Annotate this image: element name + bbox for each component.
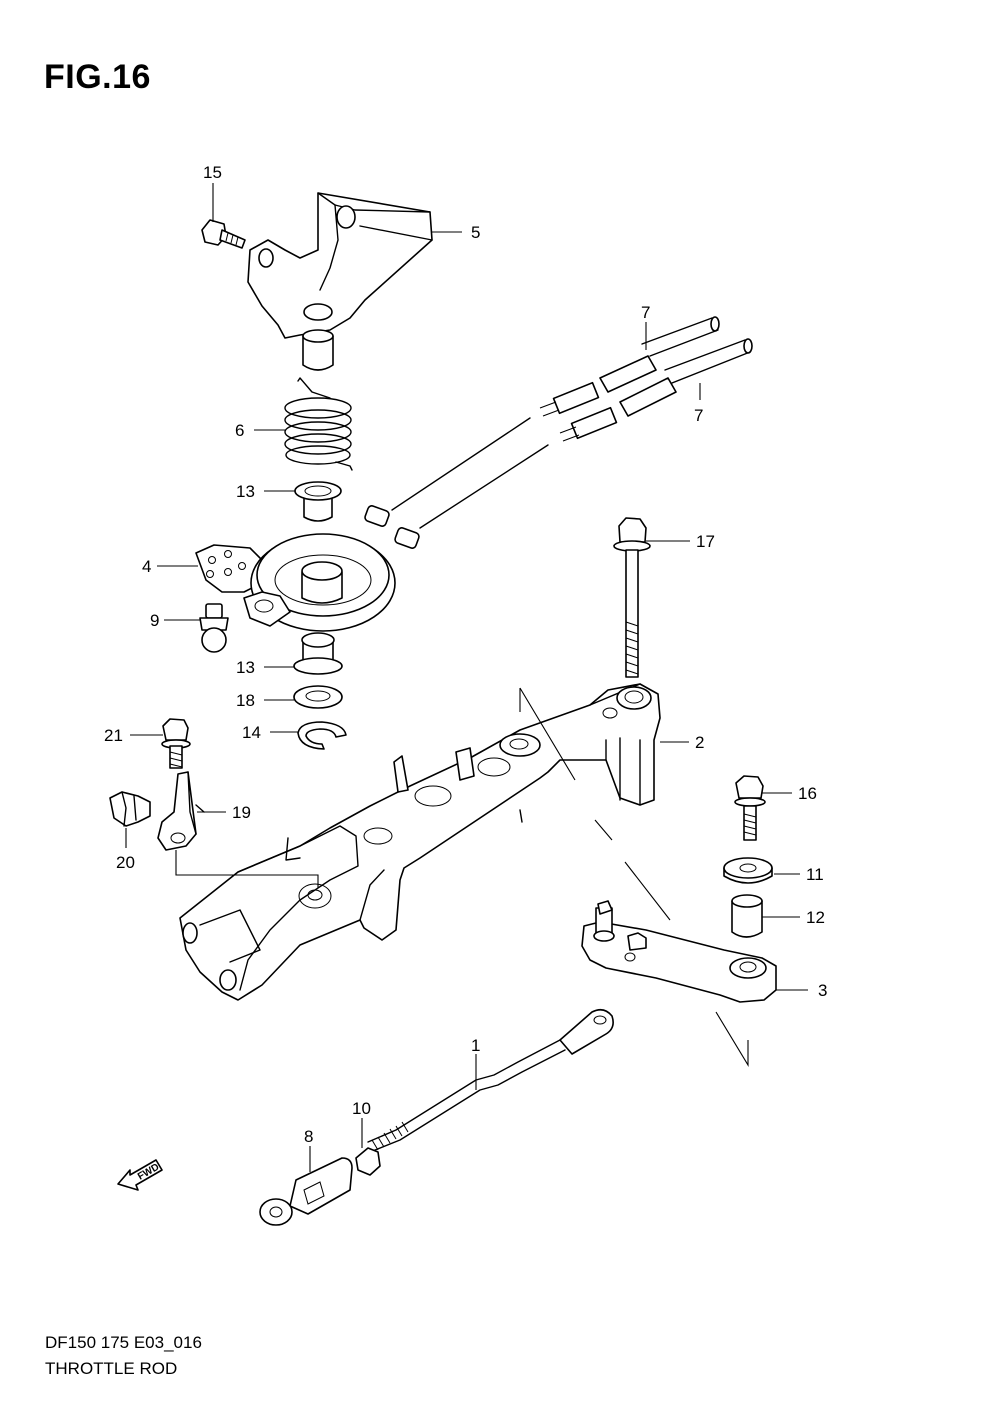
callout-15: 15 <box>203 163 222 182</box>
fwd-arrow-icon: FWD <box>117 1159 163 1191</box>
part-18-washer <box>293 685 343 709</box>
part-13-bushing-upper <box>294 481 342 522</box>
callout-16: 16 <box>798 784 817 803</box>
callout-14: 14 <box>242 723 261 742</box>
callout-6: 6 <box>235 421 244 440</box>
part-8-rod-end <box>259 1157 353 1226</box>
figure-title: FIG.16 <box>44 58 151 96</box>
assembly-line-diagonal <box>519 687 671 921</box>
assembly-line-lower <box>715 1011 749 1067</box>
svg-text:FWD: FWD <box>136 1162 161 1183</box>
part-12-collar <box>731 894 763 938</box>
part-5-bracket <box>247 192 433 371</box>
callout-17: 17 <box>696 532 715 551</box>
part-2-lever-body <box>179 683 661 1001</box>
callout-9: 9 <box>150 611 159 630</box>
callout-3: 3 <box>818 981 827 1000</box>
part-7-cables <box>364 316 753 549</box>
part-21-bolt <box>161 718 191 769</box>
callout-8: 8 <box>304 1127 313 1146</box>
callout-19: 19 <box>232 803 251 822</box>
part-19-bracket-plate <box>157 771 205 851</box>
diagram-name: THROTTLE ROD <box>45 1359 178 1378</box>
callout-5: 5 <box>471 223 480 242</box>
callout-13-lower: 13 <box>236 658 255 677</box>
part-4-throttle-cam <box>195 533 396 632</box>
leader-lines <box>125 183 808 1172</box>
callout-4: 4 <box>142 557 151 576</box>
callout-10: 10 <box>352 1099 371 1118</box>
part-14-e-clip <box>297 721 347 750</box>
part-20-clip <box>109 791 151 827</box>
callout-labels: 15 5 7 7 6 13 4 9 13 18 14 21 19 20 17 2… <box>104 163 827 1146</box>
part-13-bushing-lower <box>293 632 343 675</box>
part-16-bolt <box>734 775 766 841</box>
callout-11: 11 <box>806 865 824 884</box>
callout-18: 18 <box>236 691 255 710</box>
callout-20: 20 <box>116 853 135 872</box>
part-9-ball-joint <box>199 603 229 653</box>
callout-12: 12 <box>806 908 825 927</box>
diagram-code: DF150 175 E03_016 <box>45 1333 202 1352</box>
callout-7-upper: 7 <box>641 303 650 322</box>
part-17-long-bolt <box>613 517 651 678</box>
callout-13-upper: 13 <box>236 482 255 501</box>
part-11-washer <box>723 857 773 884</box>
callout-21: 21 <box>104 726 123 745</box>
callout-2: 2 <box>695 733 704 752</box>
callout-1: 1 <box>471 1036 480 1055</box>
part-10-nut <box>355 1147 381 1176</box>
callout-7-lower: 7 <box>694 406 703 425</box>
part-6-spring <box>284 377 353 471</box>
part-1-rod <box>367 1008 614 1153</box>
assembly-line <box>175 850 319 888</box>
part-15-bolt <box>201 219 246 249</box>
part-3-lever <box>581 900 777 1003</box>
